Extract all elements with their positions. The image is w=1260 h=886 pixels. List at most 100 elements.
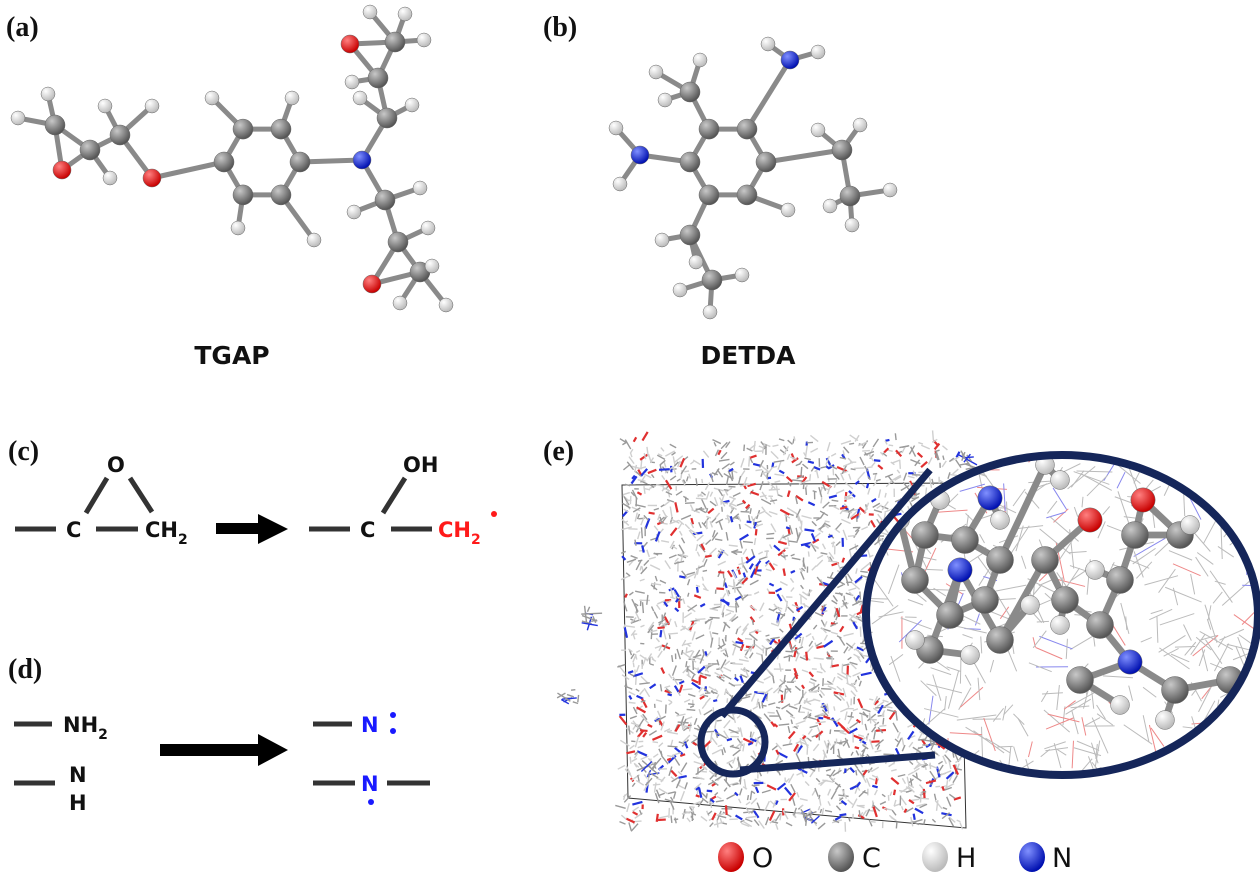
network-bond [674,607,680,613]
network-bond [806,645,814,654]
network-bond [937,764,944,774]
network-bond [824,520,830,523]
network-bond [894,433,897,441]
network-bond [775,709,782,721]
network-bond [643,473,652,479]
network-bond [946,666,961,673]
network-bond [699,603,706,608]
network-bond [748,456,751,467]
network-bond [717,560,727,566]
network-bond [744,648,751,652]
network-bond [1229,504,1233,526]
legend-item-c: C [828,842,881,874]
network-bond [720,441,728,450]
network-bond [871,766,880,772]
network-bond [628,701,636,704]
network-bond [672,456,676,466]
network-bond [948,793,956,800]
network-bond [1144,575,1179,586]
carbon-atom [936,601,964,629]
network-bond [716,719,722,722]
network-bond [858,734,865,738]
network-bond [853,653,861,659]
network-bond [879,724,887,728]
network-bond [842,663,850,667]
network-bond [907,771,915,776]
network-bond [748,563,754,570]
carbon-atom [270,184,292,206]
network-bond [871,774,878,779]
network-bond [741,627,748,636]
network-bond [680,514,692,521]
network-bond [857,675,861,681]
network-bond [1056,685,1060,711]
network-bond [759,494,767,498]
network-bond [954,625,987,634]
network-bond [874,749,882,753]
network-bond [819,779,827,787]
network-bond [761,693,768,703]
network-bond [974,613,980,626]
network-bond [718,458,730,462]
network-bond [782,446,789,456]
network-bond [1253,685,1258,695]
network-bond [1032,630,1047,649]
network-bond [917,733,923,741]
network-bond [581,622,598,627]
network-bond [831,717,839,728]
network-bond [674,560,685,565]
network-bond [768,544,773,550]
network-bond [903,472,908,481]
network-bond [1116,471,1126,489]
network-bond [731,646,737,656]
network-bond [622,793,628,798]
network-bond [735,577,745,587]
network-bond [680,469,683,479]
network-bond [777,751,788,759]
network-bond [868,447,874,456]
network-bond [935,800,939,811]
network-bond [711,530,716,538]
network-bond [746,795,750,801]
network-bond [835,607,841,618]
network-bond [757,510,766,516]
network-bond [629,452,633,458]
network-bond [758,555,768,561]
network-bond [825,455,830,465]
network-bond [1027,741,1033,758]
network-bond [764,561,771,567]
network-bond [669,527,678,537]
network-bond [934,799,943,810]
network-bond [695,544,699,552]
network-bond [749,508,752,514]
network-bond [629,448,634,454]
network-bond [864,723,868,731]
network-bond [860,570,868,573]
network-bond [917,746,924,750]
network-bond [827,560,838,563]
svg-text:O: O [752,843,773,874]
network-bond [1196,552,1214,565]
network-bond [708,801,715,806]
network-bond [955,459,962,469]
network-bond [656,710,662,720]
network-bond [777,540,788,545]
network-bond [714,728,720,737]
network-bond [900,797,907,806]
network-bond [702,663,713,668]
network-bond [821,606,827,615]
network-bond [667,731,679,735]
network-bond [661,755,669,765]
network-bond [628,456,635,465]
network-bond [720,493,725,505]
network-bond [759,602,765,612]
hydrogen-atom [672,282,688,298]
network-bond [640,761,653,772]
network-bond [958,454,978,466]
network-bond [777,461,782,470]
network-bond [709,607,719,612]
network-bond [826,442,831,452]
network-bond [888,761,896,768]
network-bond [832,676,836,683]
network-bond [868,819,873,827]
